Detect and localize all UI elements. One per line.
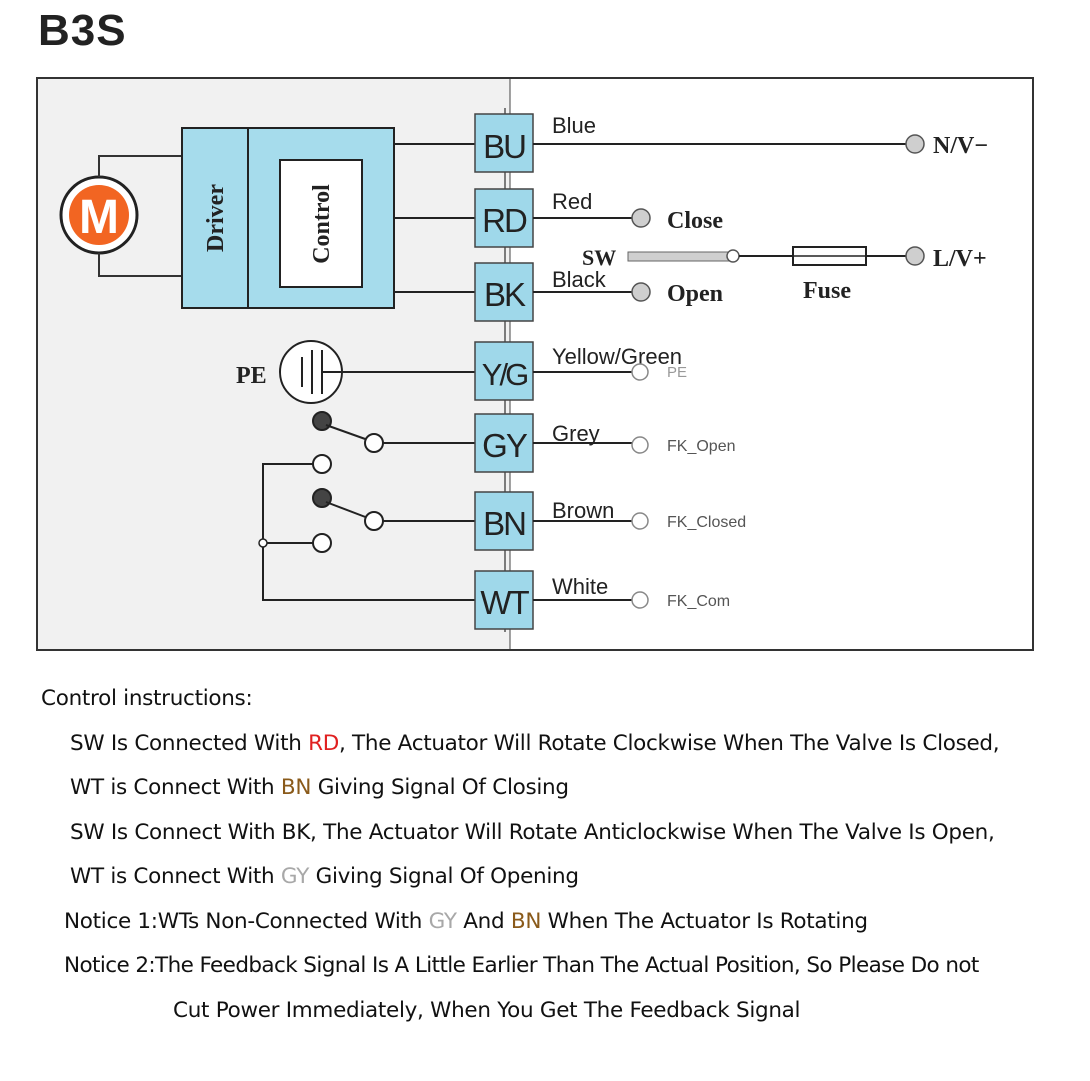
wire-label-yellow-green: Yellow/Green	[552, 344, 682, 369]
notice-1: Notice 1:WTs Non-Connected With GY And B…	[64, 909, 868, 934]
pe-node	[631, 363, 649, 381]
terminal-bk: BK	[474, 262, 534, 322]
fk-open-node	[631, 436, 649, 454]
fb-switch-com-2	[312, 533, 332, 553]
pe-label: PE	[236, 363, 267, 389]
switch-pivot	[726, 249, 740, 263]
notice-2: Notice 2:The Feedback Signal Is A Little…	[64, 953, 979, 978]
fb-switch-pivot-1	[312, 411, 332, 431]
pe-end-label: PE	[667, 364, 687, 381]
terminal-code: WT	[480, 584, 529, 621]
wire-label-brown: Brown	[552, 498, 614, 523]
neutral-label: N/V−	[933, 133, 988, 159]
motor-fill	[69, 185, 129, 245]
instruction-text: WT is Connect With	[70, 864, 281, 889]
close-label: Close	[667, 208, 723, 234]
instruction-text: When The Actuator Is Rotating	[541, 909, 868, 934]
terminal-box	[474, 491, 534, 551]
terminal-box	[474, 113, 534, 173]
terminal-code: BU	[483, 128, 525, 165]
instruction-line-4: WT is Connect With GY Giving Signal Of O…	[70, 864, 579, 889]
fb-switch-pivot-2	[312, 488, 332, 508]
fk-closed-label: FK_Closed	[667, 514, 746, 531]
instructions-heading: Control instructions:	[41, 686, 253, 711]
terminal-yg: Y/G	[474, 341, 534, 401]
fb-switch-contact-1	[364, 433, 384, 453]
instruction-text: Giving Signal Of Closing	[311, 775, 569, 800]
instruction-text: Notice 1:WTs Non-Connected With	[64, 909, 429, 934]
instruction-line-3: SW Is Connect With BK, The Actuator Will…	[70, 820, 995, 845]
terminal-code: BN	[483, 505, 525, 542]
terminal-code: RD	[482, 202, 527, 239]
external-wiring-area	[510, 79, 1032, 649]
wire-junction	[258, 538, 268, 548]
wire-label-red: Red	[552, 189, 592, 214]
fb-switch-contact-2	[364, 511, 384, 531]
terminal-n-node	[905, 134, 925, 154]
instruction-text: And	[456, 909, 511, 934]
terminal-box	[474, 188, 534, 248]
wire-label-blue: Blue	[552, 113, 596, 138]
instruction-line-1: SW Is Connected With RD, The Actuator Wi…	[70, 731, 1000, 756]
terminal-l-node	[905, 246, 925, 266]
fb-switch-com-1	[312, 454, 332, 474]
instruction-text: , The Actuator Will Rotate Clockwise Whe…	[338, 731, 1000, 756]
wire-label-black: Black	[552, 267, 607, 292]
terminal-bu: BU	[474, 113, 534, 173]
fk-closed-node	[631, 512, 649, 530]
fk-open-label: FK_Open	[667, 438, 735, 455]
driver-label: Driver	[203, 184, 229, 252]
control-box	[279, 159, 363, 288]
rd-highlight: RD	[308, 731, 339, 756]
open-node	[631, 282, 651, 302]
wire-com-1	[262, 463, 475, 601]
switch-label: SW	[582, 245, 616, 270]
fk-com-node	[631, 591, 649, 609]
control-label: Control	[309, 184, 335, 264]
bn-highlight: BN	[280, 775, 312, 800]
fb-switch-lever-2	[325, 501, 369, 519]
terminal-wt: WT	[474, 570, 534, 630]
terminal-code: GY	[482, 427, 528, 464]
instruction-text: Giving Signal Of Opening	[309, 864, 579, 889]
gy-highlight: GY	[428, 909, 457, 934]
notice-2-continued: Cut Power Immediately, When You Get The …	[173, 998, 801, 1023]
instruction-text: WT is Connect With	[70, 775, 281, 800]
instruction-line-2: WT is Connect With BN Giving Signal Of C…	[70, 775, 569, 800]
page-title: B3S	[38, 6, 127, 55]
fb-switch-lever-1	[325, 424, 369, 441]
motor-label: M	[79, 191, 119, 244]
fuse-label: Fuse	[803, 278, 851, 304]
motor-wire-top	[98, 155, 182, 177]
terminal-code: Y/G	[482, 357, 527, 392]
wire-label-grey: Grey	[552, 421, 600, 446]
gy-highlight: GY	[280, 864, 310, 889]
terminal-gy: GY	[474, 413, 534, 473]
terminal-rd: RD	[474, 188, 534, 248]
instruction-text: SW Is Connected With	[70, 731, 309, 756]
wiring-diagram: M Driver Control PE BU RD BK Y/G	[36, 77, 1034, 651]
terminal-code: BK	[484, 276, 526, 313]
bn-highlight: BN	[510, 909, 542, 934]
motor-wire-bottom	[98, 253, 182, 277]
fk-com-label: FK_Com	[667, 593, 730, 610]
close-node	[631, 208, 651, 228]
terminal-box	[474, 570, 534, 630]
terminal-box	[474, 341, 534, 401]
live-label: L/V+	[933, 246, 987, 272]
switch-lever	[627, 251, 731, 262]
terminal-bn: BN	[474, 491, 534, 551]
open-label: Open	[667, 281, 723, 307]
wire-label-white: White	[552, 574, 608, 599]
